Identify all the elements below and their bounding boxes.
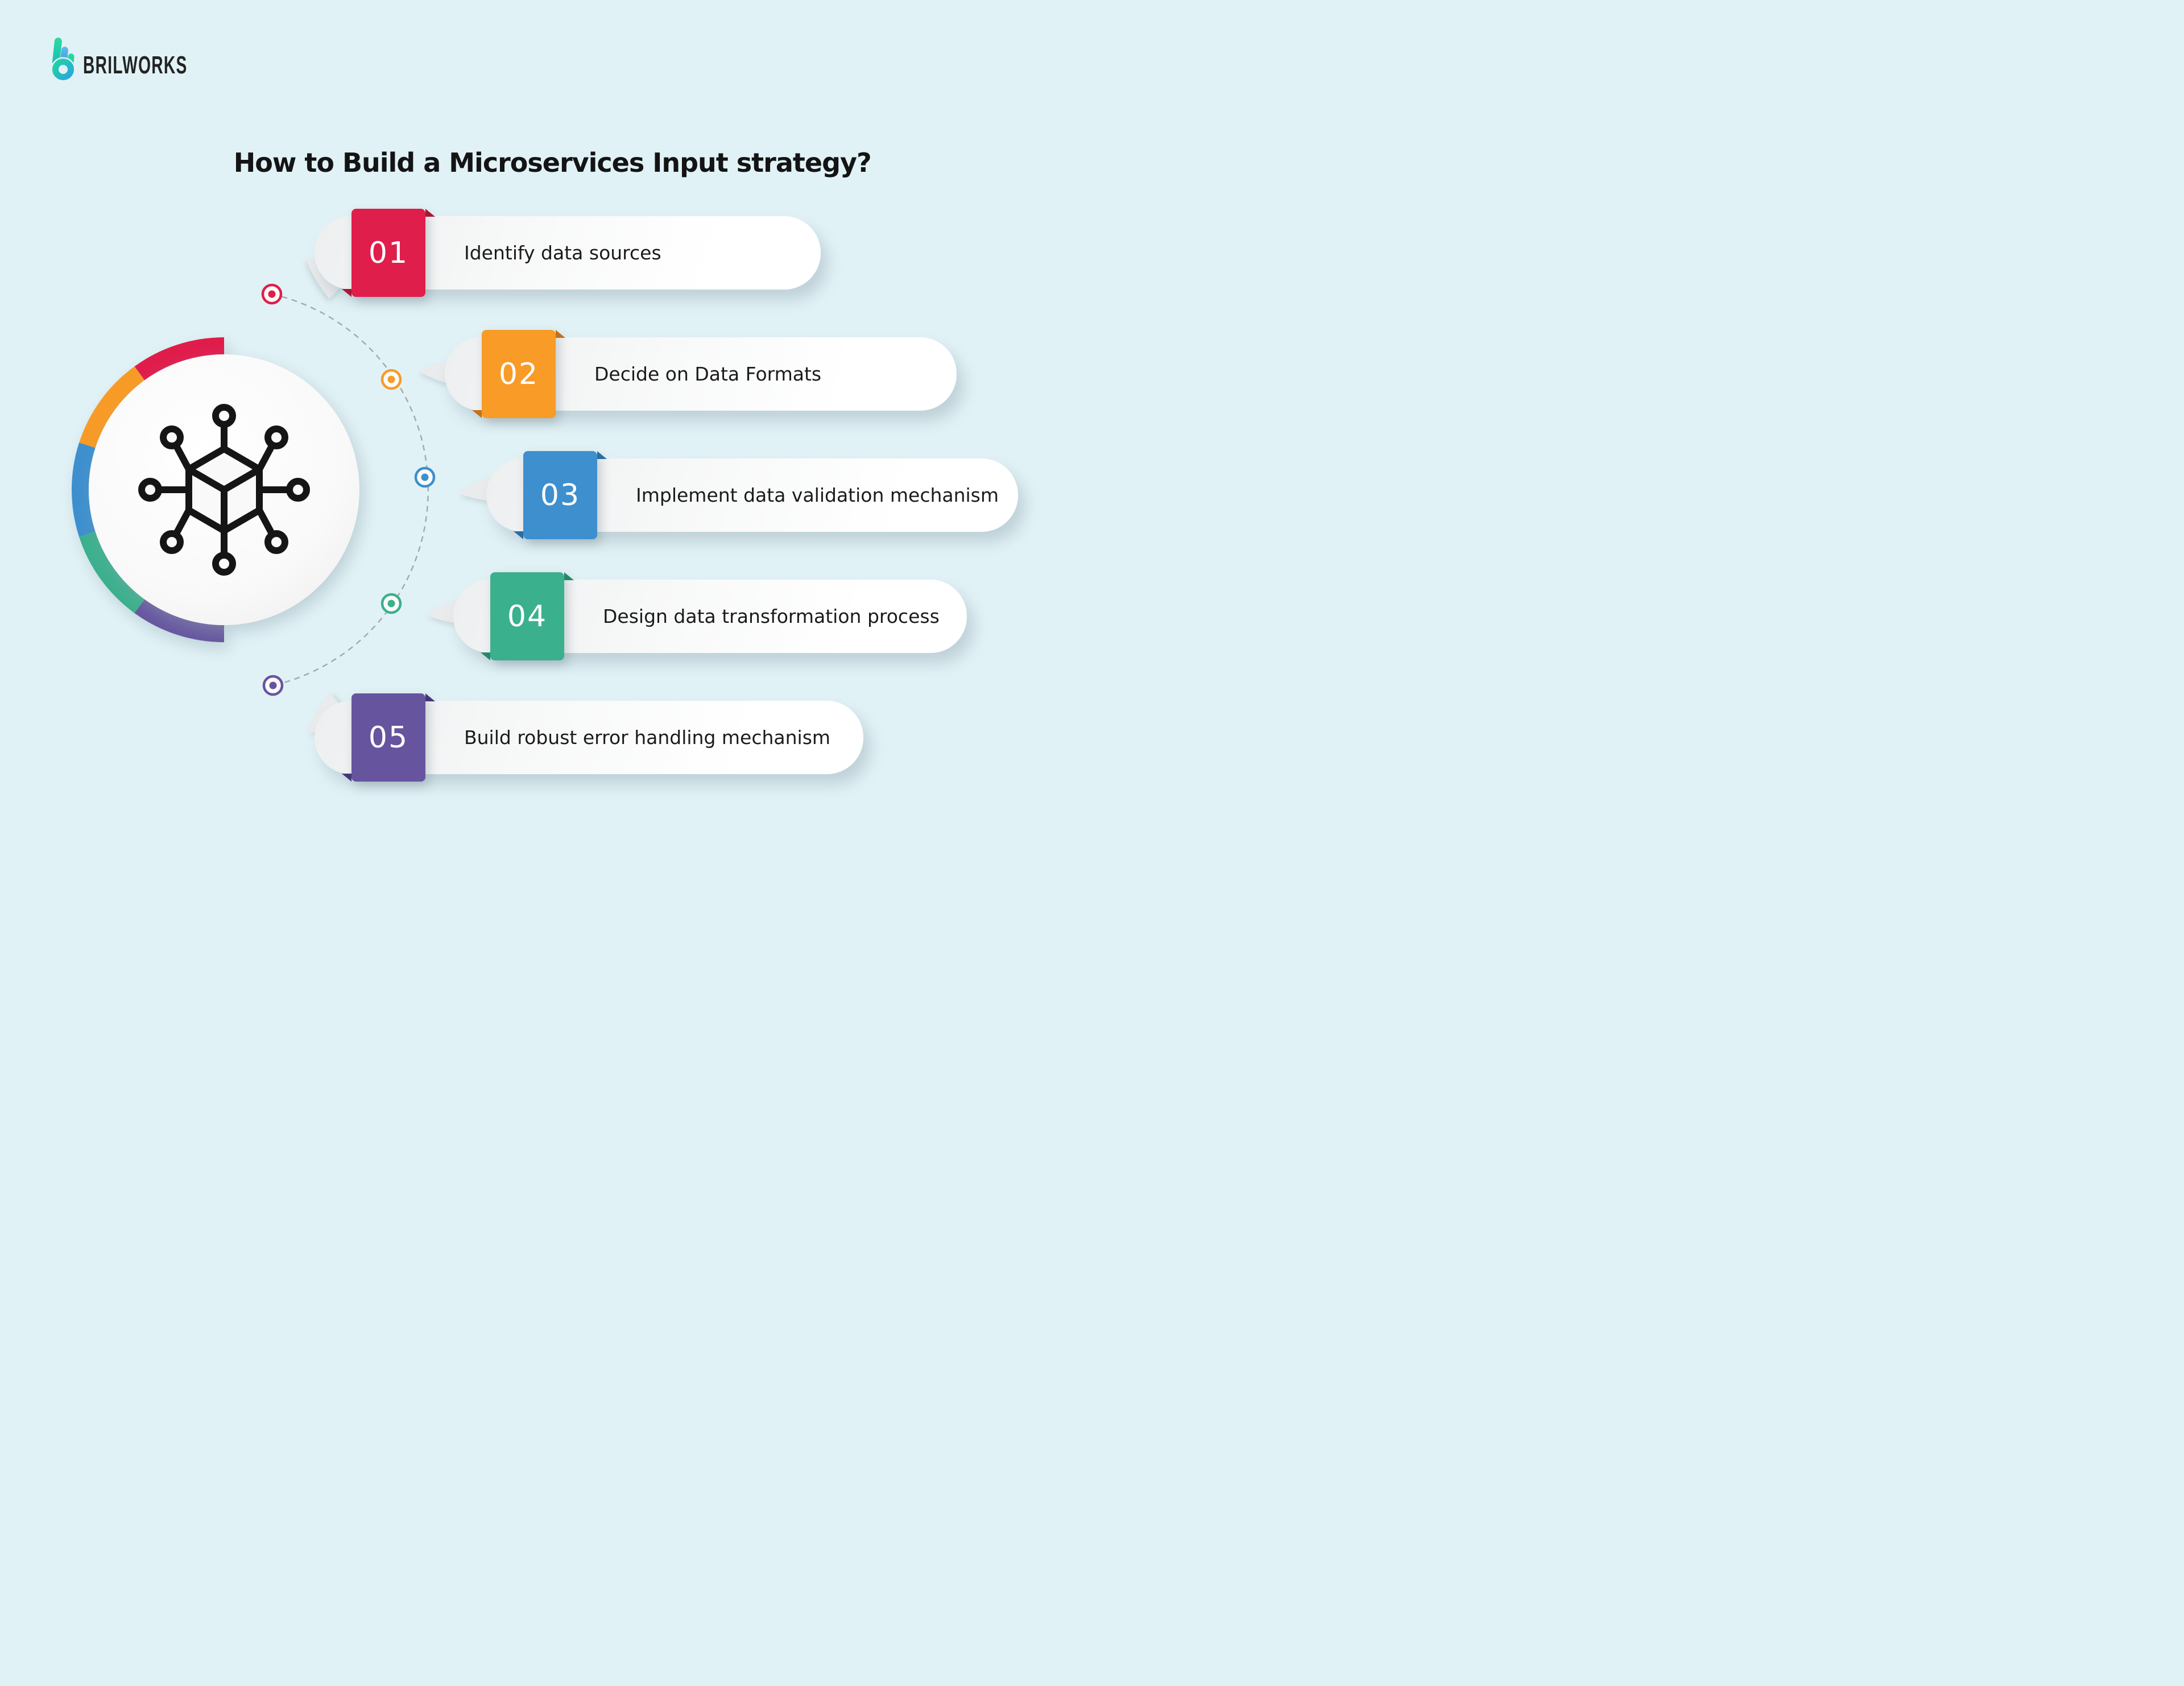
step-number-badge: 05 (351, 693, 425, 782)
step-dot (380, 593, 402, 614)
infographic-page: { "page": { "background": "#E1F2F6" }, "… (0, 0, 1092, 843)
progress-ring (72, 337, 225, 642)
brand-text: BRILWORKS (83, 51, 188, 79)
step-item-5: 05 Build robust error handling mechanism (305, 693, 863, 782)
step-number: 02 (498, 357, 539, 391)
step-number: 03 (540, 478, 581, 513)
step-item-1: 01 Identify data sources (305, 209, 821, 299)
step-label: Identify data sources (464, 242, 661, 264)
step-number-badge: 04 (490, 572, 564, 660)
microservices-network-icon (138, 404, 310, 576)
brilworks-logo: BRILWORKS (52, 34, 246, 82)
step-dot (262, 675, 284, 696)
connector-dashed-arc (271, 293, 429, 687)
step-number-badge: 03 (523, 451, 597, 539)
ring-segment (79, 531, 145, 613)
step-label: Decide on Data Formats (594, 363, 822, 385)
step-item-3: 03 Implement data validation mechanism (458, 451, 1018, 539)
ring-segment (134, 599, 225, 642)
step-number: 04 (507, 599, 548, 634)
scene-graphic (72, 283, 436, 696)
step-number: 05 (368, 720, 409, 755)
canvas: BRILWORKS How to Build a Microservices I… (0, 0, 1092, 843)
step-number-badge: 01 (351, 209, 425, 297)
step-item-2: 02 Decide on Data Formats (417, 330, 957, 418)
step-item-4: 04 Design data transformation process (426, 572, 967, 660)
page-title: How to Build a Microservices Input strat… (233, 147, 872, 178)
ring-segment (134, 337, 225, 381)
step-label: Build robust error handling mechanism (464, 726, 831, 749)
ring-segment (79, 366, 145, 448)
step-label: Design data transformation process (603, 605, 940, 627)
step-label: Implement data validation mechanism (636, 484, 999, 506)
step-dot (261, 283, 283, 305)
step-dots (261, 283, 436, 696)
step-number: 01 (368, 235, 409, 270)
step-dot (414, 466, 436, 488)
step-dot (380, 369, 402, 390)
brilworks-logo-icon (52, 38, 75, 82)
ring-segment (72, 443, 96, 537)
step-number-badge: 02 (482, 330, 556, 418)
